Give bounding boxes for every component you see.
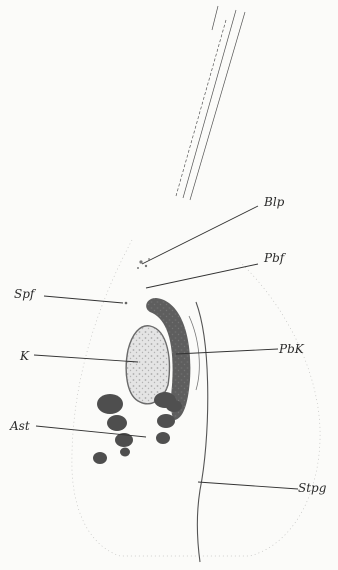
label-pbf: Pbf (263, 251, 287, 265)
leader-pbk (176, 349, 278, 354)
leader-k (34, 355, 138, 362)
label-ast: Ast (9, 419, 30, 433)
label-k: K (19, 349, 30, 363)
nucleus (126, 326, 169, 404)
spf-dot (125, 302, 128, 305)
label-stpg: Stpg (298, 481, 327, 495)
flagellum (176, 6, 245, 200)
leader-ast (36, 426, 146, 437)
leader-blp (142, 206, 258, 264)
label-blp: Blp (263, 195, 285, 209)
label-pbk: PbK (278, 342, 305, 356)
label-spf: Spf (14, 287, 37, 301)
stalk-line-outer (196, 302, 208, 562)
leader-spf (44, 296, 123, 303)
leader-stpg (198, 482, 298, 489)
axostyle-granules-left (93, 394, 133, 464)
leader-pbf (146, 264, 258, 288)
